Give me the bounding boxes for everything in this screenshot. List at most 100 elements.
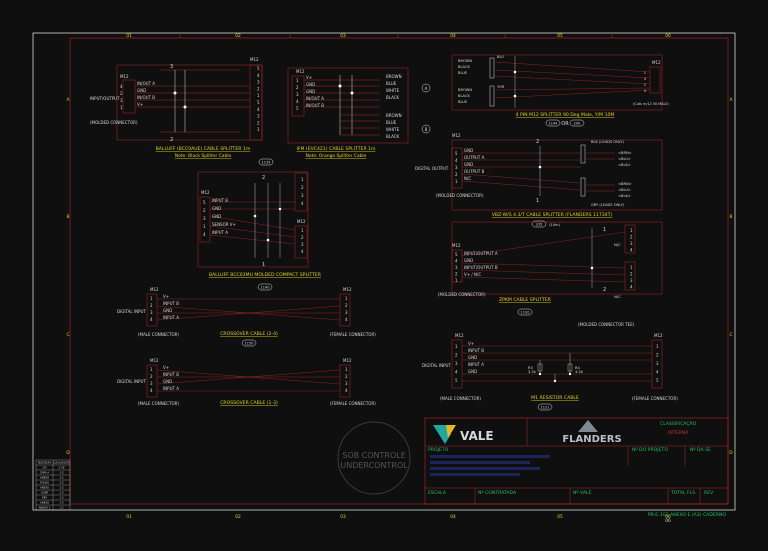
vbz-wire-b: <BRN> xyxy=(618,182,632,186)
balluff-note: Note: Black Splitter Cable xyxy=(175,153,232,159)
four-pin-m12-label: M12 xyxy=(652,60,661,65)
compact-pin: 5 xyxy=(203,200,206,205)
zpkm-pin: 5 xyxy=(455,252,458,257)
balluff-pin-right: 1 xyxy=(257,93,260,98)
rev-table-cell: 1-2 xyxy=(59,486,64,490)
ifm-color-b: BROWN xyxy=(386,113,402,118)
resistor-r4-value: 3.3k xyxy=(575,370,584,374)
zpkm-signal: INPUT/OUTPUT B xyxy=(464,265,498,270)
balluff-pin-left: 2 xyxy=(120,91,123,96)
four-pin-pin: 4 xyxy=(644,77,647,81)
resistor-signal: GND xyxy=(468,369,477,374)
column-label-bottom: 01 xyxy=(126,514,132,520)
balluff-pin-right: 5 xyxy=(257,100,260,105)
vbz-title: VBZ-W/S 4.3/T CABLE SPLITTER (FLANDERS 1… xyxy=(492,212,613,218)
balluff-pin-right: 3 xyxy=(257,114,260,119)
balluff-pin-left: 4 xyxy=(120,84,123,89)
rev-table-cell: 1-2 xyxy=(59,476,64,480)
cross13-pin-right: 2 xyxy=(345,374,348,379)
cross13-pin-right: 1 xyxy=(345,367,348,372)
vbz-wire-b: <BLU> xyxy=(618,188,631,192)
cross24-pin-right: 1 xyxy=(345,296,348,301)
cross24-signal: GND xyxy=(163,308,172,313)
ifm-signal: GND xyxy=(306,89,315,94)
cross13-m12-right: M12 xyxy=(343,358,352,363)
balluff-signal: IN/OUT B xyxy=(137,95,155,100)
compact-m12-label-b: M12 xyxy=(297,219,306,224)
resistor-pin-right: 3 xyxy=(656,361,659,366)
ifm-m12-label: M12 xyxy=(296,69,305,74)
n-contratada-label: Nº CONTRATADA xyxy=(478,490,517,496)
row-label-right: D xyxy=(729,450,733,456)
cross24-m12-right: M12 xyxy=(343,287,352,292)
four-pin-color-a: BROWN xyxy=(458,59,472,63)
four-pin-color-a: BLACK xyxy=(458,65,470,69)
balluff-pin-left: 1 xyxy=(120,105,123,110)
balluff-pin-right: 2 xyxy=(257,86,260,91)
vbz-m12-label: M12 xyxy=(452,133,461,138)
row-label-left: B xyxy=(66,214,69,220)
rev-table-cell: ANEXO xyxy=(40,476,49,480)
vbz-signal: GND xyxy=(464,148,473,153)
resistor-pin-right: 5 xyxy=(656,378,659,383)
four-pin-color-b: BLUE xyxy=(458,100,468,104)
rev-table-cell: ANEXO xyxy=(40,486,49,490)
resistor-pin-right: 1 xyxy=(656,344,659,349)
vbz-wire-a: <BLK> xyxy=(618,163,631,167)
balluff-io-label: INPUT/OUTPUT xyxy=(90,96,120,101)
ifm-signal: IN/OUT B xyxy=(306,103,324,108)
column-label-top: 04 xyxy=(450,33,456,39)
cross13-signal: GND xyxy=(163,379,172,384)
zpkm-num-2: 2 xyxy=(603,287,606,293)
vbz-badge-note: (10m) xyxy=(549,223,560,227)
rev-table-header: DESCRIÇÃO xyxy=(38,462,52,465)
zpkm-pin: 3 xyxy=(455,265,458,270)
watermark-line2: UNDERCONTROL xyxy=(340,461,408,470)
cross13-pin-left: 3 xyxy=(150,381,153,386)
balluff-m12-label: M12 xyxy=(120,74,129,79)
ifm-color-b: WHITE xyxy=(386,127,400,132)
zpkm-right-b: 2 xyxy=(630,272,633,277)
balluff-pin-right: 5 xyxy=(257,66,260,71)
vbz-molded-note: (MOLDED CONNECTOR) xyxy=(436,193,484,198)
watermark: SOB CONTROLE UNDERCONTROL xyxy=(337,421,411,495)
vbz-num-2: 2 xyxy=(536,139,539,145)
total-fls-label: TOTAL FLS. xyxy=(670,490,697,496)
ifm-pin: 4 xyxy=(296,99,299,104)
resistor-io-label: DIGITAL INPUT xyxy=(422,363,451,368)
ifm-circle-b: B xyxy=(425,127,428,132)
cross24-title: CROSSOVER CABLE (2-4) xyxy=(220,331,278,337)
compact-right-b: 4 xyxy=(301,249,304,254)
row-label-left: C xyxy=(66,332,69,338)
vbz-wire-a: <BRN> xyxy=(618,151,632,155)
sheet-number: 06 xyxy=(665,518,671,524)
column-label-top: 05 xyxy=(557,33,563,39)
cross24-male-note: (MALE CONNECTOR) xyxy=(138,332,179,337)
frame-outer xyxy=(32,32,736,511)
zpkm-right-a: 2 xyxy=(630,235,633,240)
compact-title: BALLUFF BCC03MU MOLDED COMPACT SPLITTER xyxy=(209,272,322,278)
zpkm-pin: 1 xyxy=(455,278,458,283)
column-label-top: 06 xyxy=(665,33,671,39)
zpkm-right-b: 1 xyxy=(630,265,633,270)
zpkm-pin: 2 xyxy=(455,272,458,277)
vbz-wire-b: <BLK> xyxy=(618,194,631,198)
zpkm-nc-a: N/C xyxy=(614,242,621,247)
zpkm-num-1: 1 xyxy=(603,227,606,233)
vbz-pin: 1 xyxy=(455,179,458,184)
rev-table-cell: 1-2 xyxy=(59,501,64,505)
cross24-signal: INPUT A xyxy=(163,315,179,320)
rev-table-cell: CONF xyxy=(41,491,49,495)
cross24-signal: INPUT B xyxy=(163,301,179,306)
compact-pin: 3 xyxy=(203,216,206,221)
cross13-pin-left: 2 xyxy=(150,374,153,379)
cross24-pin-left: 1 xyxy=(150,296,153,301)
rev-table-cell: 1-2 xyxy=(59,496,64,500)
